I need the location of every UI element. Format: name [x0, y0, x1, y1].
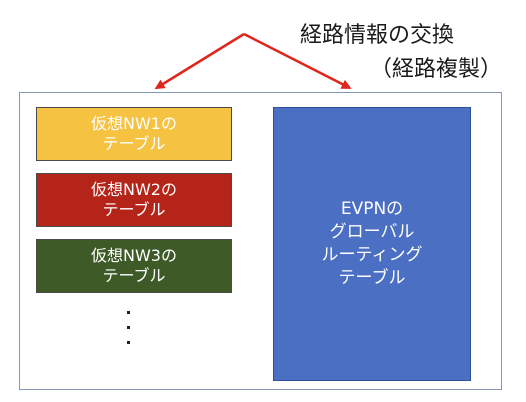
virtual-nw3-table: 仮想NW3の テーブル: [36, 239, 232, 293]
evpn-table-line4: テーブル: [338, 268, 406, 288]
routing-domain-frame: 仮想NW1の テーブル 仮想NW2の テーブル 仮想NW3の テーブル EVPN…: [19, 92, 502, 390]
evpn-table-line2: グローバル: [329, 222, 415, 242]
virtual-nw1-table: 仮想NW1の テーブル: [36, 107, 232, 161]
virtual-nw2-table-line2: テーブル: [102, 200, 166, 219]
evpn-table-line1: EVPNの: [340, 199, 404, 219]
virtual-nw3-table-line2: テーブル: [102, 266, 166, 285]
evpn-table-line3: ルーティング: [321, 245, 423, 265]
virtual-nw1-table-line1: 仮想NW1の: [91, 114, 177, 133]
arrow-to-evpn-table: [243, 32, 352, 89]
evpn-global-routing-table: EVPNの グローバル ルーティング テーブル: [273, 107, 471, 381]
arrow-to-virtual-tables: [154, 32, 245, 90]
virtual-nw2-table-line1: 仮想NW2の: [91, 180, 177, 199]
exchange-caption-title: 経路情報の交換: [300, 23, 455, 48]
virtual-nw2-table: 仮想NW2の テーブル: [36, 173, 232, 227]
virtual-nw1-table-line2: テーブル: [102, 134, 166, 153]
exchange-caption-subtitle: （経路複製）: [370, 57, 503, 82]
virtual-nw3-table-line1: 仮想NW3の: [91, 246, 177, 265]
more-tables-ellipsis-icon: [124, 311, 132, 356]
